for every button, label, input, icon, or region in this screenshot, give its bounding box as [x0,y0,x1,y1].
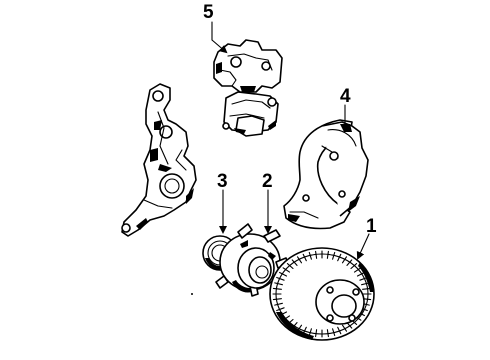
rotor-vent [326,329,329,338]
rotor-vent [296,256,303,264]
rotor-vent [337,253,342,262]
callout-4: 4 [340,86,351,107]
callout-3: 3 [217,171,228,192]
rotor-vent [308,328,312,337]
hub-bearing-part [215,223,289,297]
rotor-vent [274,302,283,306]
rotor-vent [337,326,342,335]
brake-rotor-part [269,247,375,341]
rotor-vent [302,253,307,262]
caliper-part [213,39,283,137]
leader-1 [356,233,370,260]
rotor-vent [315,250,318,259]
callout-5: 5 [203,2,214,23]
rotor-vent [308,251,312,260]
rotor-vent [272,298,282,301]
rotor-vent [341,324,348,332]
rotor-vent [279,271,288,277]
rotor-vent [350,263,358,270]
leader-5b [211,39,228,54]
rotor-vent [341,256,348,264]
callout-1: 1 [366,216,377,237]
steering-knuckle-part [121,83,197,237]
rotor-vent [276,276,285,281]
rotor-vent [353,267,362,273]
rotor-vent [274,282,283,286]
rotor-vent [326,250,329,259]
callout-2: 2 [262,171,273,192]
rotor-vent [272,287,282,290]
stray-dot [191,293,193,295]
rotor-vent [276,307,285,312]
rotor-vent [291,259,298,266]
rotor-vent [286,263,294,270]
rotor-vent [356,271,365,277]
rotor-vent [332,328,336,337]
callout-leaders [211,21,370,260]
rotor-vent [332,251,336,260]
rotor-vent [315,329,318,338]
splash-shield-part [283,119,369,230]
rotor-vent [346,259,353,266]
rotor-vent [282,267,291,273]
